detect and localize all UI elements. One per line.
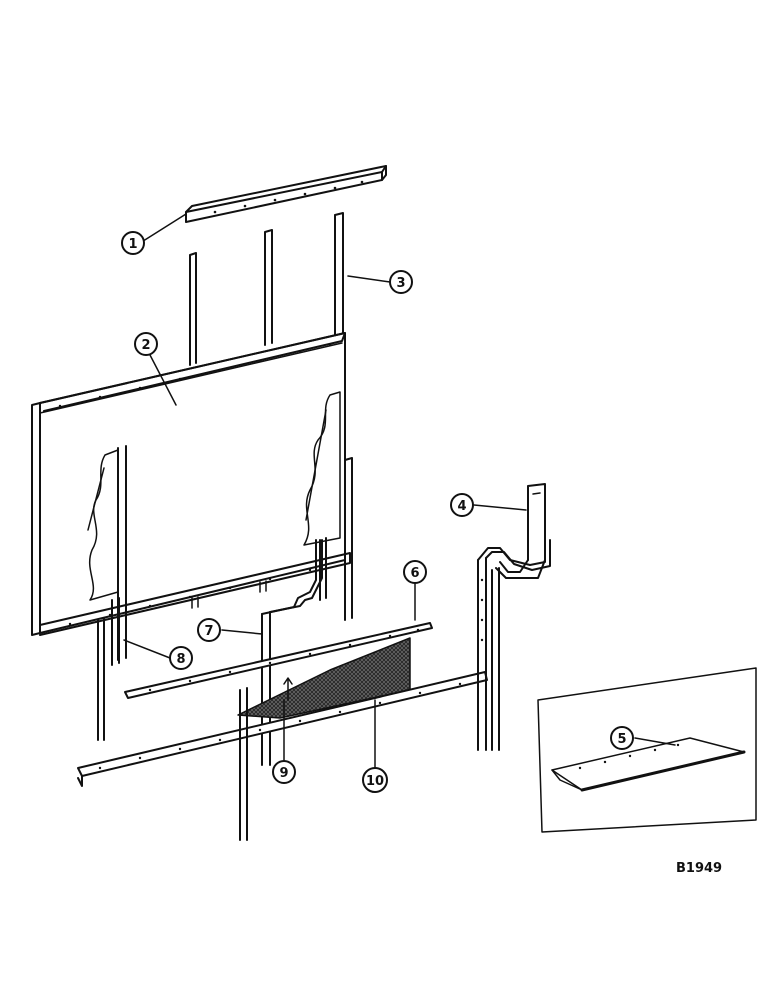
callout-2-label: 2 — [141, 338, 150, 353]
callout-3-label: 3 — [396, 276, 405, 291]
callout-8: 8 — [169, 646, 193, 670]
part-3-upright-posts — [189, 212, 344, 366]
part-9-screen — [237, 637, 411, 719]
leader-lines — [123, 213, 676, 769]
callout-7-label: 7 — [204, 624, 213, 639]
callout-5: 5 — [610, 726, 634, 750]
callout-4: 4 — [450, 493, 474, 517]
part-8-post — [97, 597, 120, 741]
callout-9: 9 — [272, 760, 296, 784]
callout-4-label: 4 — [457, 499, 466, 514]
callout-5-label: 5 — [617, 732, 626, 747]
callout-9-label: 9 — [279, 766, 288, 781]
callout-8-label: 8 — [176, 652, 185, 667]
part-1-top-rail — [185, 165, 387, 223]
part-2-main-panel — [31, 332, 351, 661]
callout-7: 7 — [197, 618, 221, 642]
callout-2: 2 — [134, 332, 158, 356]
inset-box-part-5 — [537, 667, 757, 833]
callout-6-label: 6 — [410, 566, 419, 581]
part-4-bracket — [495, 483, 546, 579]
callout-3: 3 — [389, 270, 413, 294]
callout-6: 6 — [403, 560, 427, 584]
callout-1: 1 — [121, 231, 145, 255]
callout-10-label: 10 — [366, 774, 384, 789]
callout-1-label: 1 — [128, 237, 137, 252]
right-side-posts — [319, 457, 353, 621]
part-6-strip — [124, 622, 433, 699]
callout-10: 10 — [362, 767, 388, 793]
part-7-bent-bracket — [261, 539, 323, 766]
drawing-reference: B1949 — [676, 861, 722, 876]
